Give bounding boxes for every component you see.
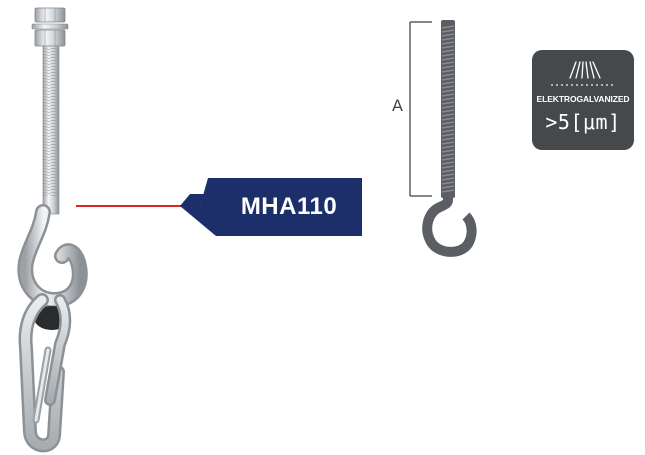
thread-line [441, 137, 455, 141]
hook-eye [17, 204, 88, 309]
thread-line [441, 133, 455, 137]
thread-line [441, 89, 455, 93]
coating-badge: ELEKTROGALVANIZED >5[μm] [532, 50, 634, 150]
thread-line [441, 161, 455, 165]
thread-line [441, 113, 455, 117]
thread-line [441, 177, 455, 181]
threaded-rod [42, 45, 60, 215]
nut [34, 7, 66, 23]
thread-line [441, 101, 455, 105]
thread-line [441, 125, 455, 129]
thread-line [441, 145, 455, 149]
thread-line [441, 41, 455, 45]
thread-line [441, 53, 455, 57]
thread-line [441, 129, 455, 133]
thread-line [441, 105, 455, 109]
thread-line [441, 169, 455, 173]
thread-line [441, 85, 455, 89]
thread-line [441, 181, 455, 185]
thread-line [441, 173, 455, 177]
washer [31, 23, 69, 30]
thread-line [441, 81, 455, 85]
hook-diagram [422, 20, 477, 257]
thread-line [441, 45, 455, 49]
thread-line [441, 157, 455, 161]
thread-line [441, 29, 455, 33]
nut [34, 29, 66, 47]
thread-line [441, 185, 455, 189]
thread-line [441, 97, 455, 101]
thread-line [441, 165, 455, 169]
thread-line [441, 153, 455, 157]
thread-line [441, 61, 455, 65]
thread-line [441, 57, 455, 61]
thread-line [441, 49, 455, 53]
thread-line [441, 37, 455, 41]
dimension-label: A [392, 96, 403, 115]
product-code: MHA110 [240, 193, 338, 220]
thread-line [441, 117, 455, 121]
thread-line [441, 77, 455, 81]
thread-line [441, 73, 455, 77]
thread-line [441, 189, 455, 193]
thread-line [441, 33, 455, 37]
thread-line [441, 65, 455, 69]
thread-line [441, 25, 455, 29]
thread-line [441, 69, 455, 73]
thread-line [441, 141, 455, 145]
thread-line [441, 121, 455, 125]
coating-title: ELEKTROGALVANIZED [536, 94, 630, 104]
dimension-bracket [409, 21, 432, 197]
product-code-label: MHA110 [180, 178, 362, 236]
thread-line [441, 149, 455, 153]
thread-line [441, 93, 455, 97]
spray-coating-icon [551, 61, 613, 86]
thread-line [441, 109, 455, 113]
coating-thickness: >5[μm] [545, 110, 621, 134]
snap-hook [18, 293, 72, 453]
